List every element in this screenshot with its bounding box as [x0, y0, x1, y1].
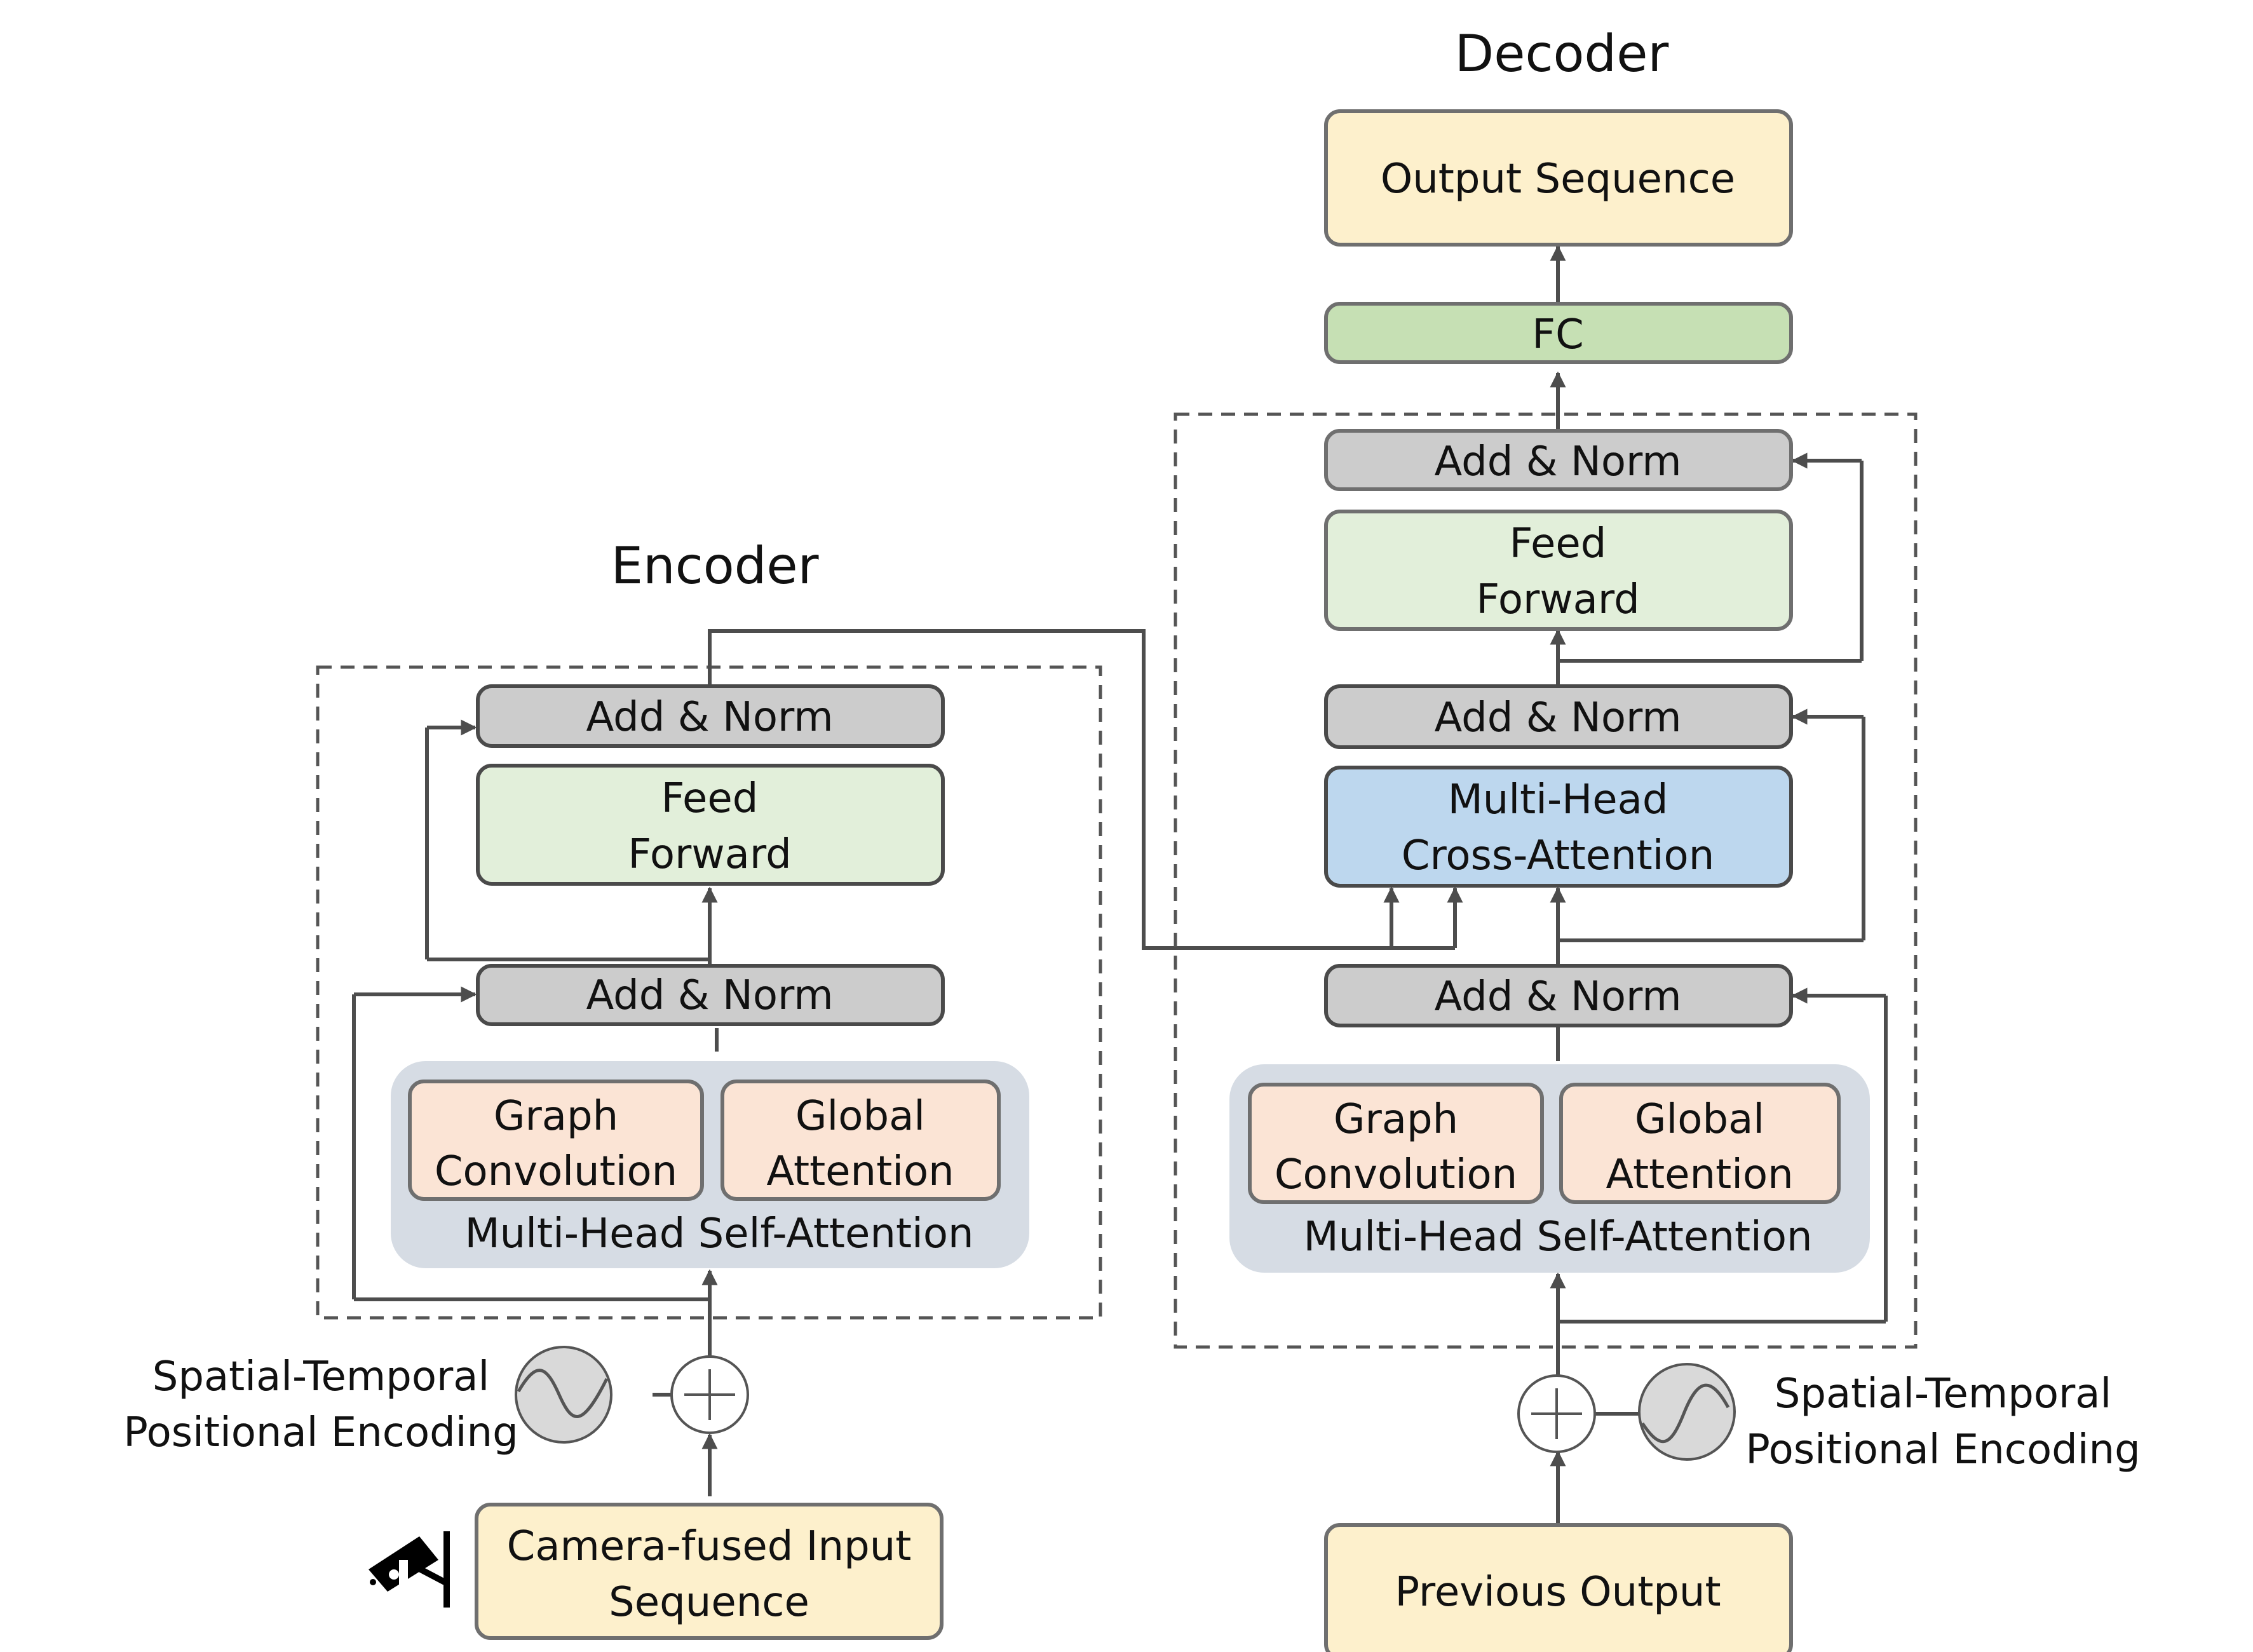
- decoder-global-att-line2: Attention: [1606, 1151, 1793, 1198]
- encoder-add-norm-2: Add & Norm: [476, 684, 945, 748]
- svg-text:FC: FC: [1532, 311, 1584, 358]
- encoder-mhsa-block: Graph Convolution Global Attention Multi…: [391, 1061, 1029, 1268]
- encoder-global-att-line2: Attention: [766, 1148, 954, 1195]
- decoder-mhsa-label: Multi-Head Self-Attention: [1303, 1214, 1812, 1261]
- svg-text:Add & Norm: Add & Norm: [1434, 973, 1681, 1020]
- encoder-graph-conv-line2: Convolution: [435, 1148, 677, 1195]
- decoder-add-icon: [1517, 1374, 1596, 1453]
- svg-text:Add & Norm: Add & Norm: [586, 972, 833, 1019]
- svg-text:Add & Norm: Add & Norm: [1434, 438, 1681, 485]
- encoder-input-label-line1: Camera-fused Input: [507, 1523, 912, 1570]
- svg-text:Cross-Attention: Cross-Attention: [1402, 832, 1715, 879]
- decoder-title: Decoder: [1455, 24, 1669, 83]
- decoder-feed-forward: Feed Forward: [1324, 510, 1793, 631]
- decoder-mhsa-block: Graph Convolution Global Attention Multi…: [1229, 1064, 1870, 1273]
- decoder-layer-dashed-box: [1174, 412, 1918, 1349]
- encoder-global-attention-box: [721, 1080, 1001, 1201]
- svg-text:Output Sequence: Output Sequence: [1381, 156, 1735, 203]
- svg-text:Feed: Feed: [661, 775, 759, 822]
- svg-text:Forward: Forward: [628, 831, 791, 878]
- decoder-global-att-line1: Global: [1635, 1096, 1764, 1143]
- cctv-camera-icon: [369, 1531, 450, 1608]
- encoder-input-box: Camera-fused Input Sequence: [475, 1503, 944, 1640]
- encoder-feed-forward: Feed Forward: [476, 764, 945, 886]
- encoder-global-att-line1: Global: [795, 1093, 925, 1140]
- decoder-graph-convolution-box: [1248, 1083, 1544, 1204]
- svg-text:Multi-Head: Multi-Head: [1448, 776, 1668, 823]
- decoder-add-norm-2: Add & Norm: [1324, 684, 1793, 749]
- encoder-graph-conv-line1: Graph: [494, 1093, 618, 1140]
- decoder-sine-wave-icon: [1638, 1363, 1736, 1461]
- encoder-pos-enc-label-line1: Spatial-Temporal: [152, 1353, 490, 1400]
- decoder-graph-conv-line1: Graph: [1334, 1096, 1458, 1143]
- decoder-input-box: Previous Output: [1324, 1523, 1793, 1652]
- decoder-output-box: Output Sequence: [1324, 109, 1793, 247]
- encoder-graph-convolution-box: [408, 1080, 704, 1201]
- svg-text:Feed: Feed: [1510, 520, 1607, 567]
- decoder-add-norm-3: Add & Norm: [1324, 429, 1793, 491]
- decoder-graph-conv-line2: Convolution: [1275, 1151, 1517, 1198]
- decoder-pos-enc-label-line2: Positional Encoding: [1745, 1426, 2140, 1473]
- decoder-input-label: Previous Output: [1395, 1569, 1721, 1616]
- encoder-sine-wave-icon: [515, 1346, 612, 1444]
- decoder-cross-attention: Multi-Head Cross-Attention: [1324, 766, 1793, 888]
- encoder-title: Encoder: [611, 536, 818, 595]
- decoder-fc: FC: [1324, 302, 1793, 364]
- encoder-pos-enc-label-line2: Positional Encoding: [123, 1409, 518, 1456]
- encoder-add-norm-1: Add & Norm: [476, 964, 945, 1026]
- svg-text:Add & Norm: Add & Norm: [586, 694, 833, 741]
- svg-text:Add & Norm: Add & Norm: [1434, 694, 1681, 741]
- encoder-connectors: [352, 719, 719, 1496]
- decoder-pos-enc-label-line1: Spatial-Temporal: [1775, 1371, 2112, 1418]
- svg-text:Forward: Forward: [1476, 576, 1639, 623]
- decoder-add-norm-1: Add & Norm: [1324, 964, 1793, 1027]
- encoder-add-icon: [670, 1355, 749, 1434]
- encoder-input-label-line2: Sequence: [609, 1579, 809, 1626]
- encoder-mhsa-label: Multi-Head Self-Attention: [464, 1210, 973, 1257]
- encoder-to-decoder-connector: [708, 629, 1463, 950]
- decoder-global-attention-box: [1559, 1083, 1841, 1204]
